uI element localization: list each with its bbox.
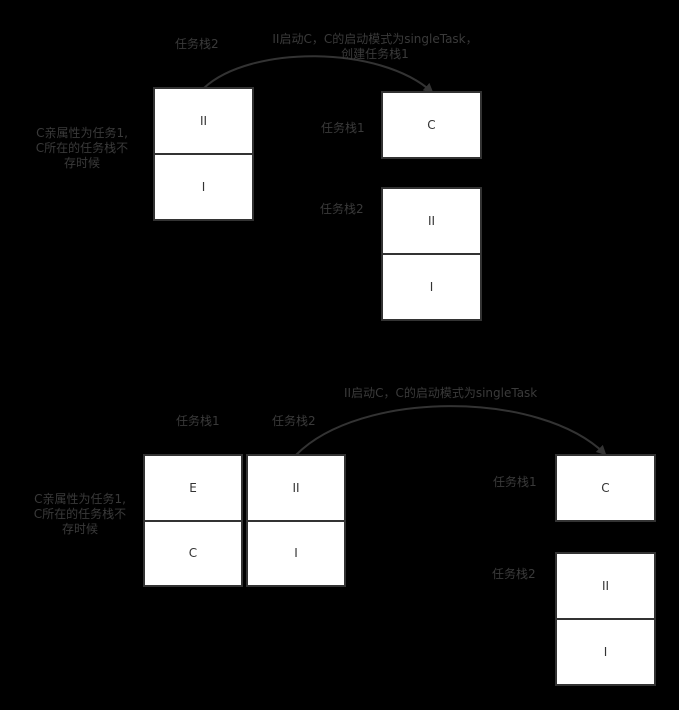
s1-source-stack: II I (153, 87, 254, 221)
s2-source-stack2: II I (246, 454, 346, 587)
s2-result-stack1: C (555, 454, 656, 522)
stack-cell: C (601, 481, 610, 495)
s2-source-stack1-label: 任务栈1 (176, 414, 220, 428)
s2-result-stack1-label: 任务栈1 (493, 475, 537, 489)
s2-note-line2: C所在的任务栈不 (33, 507, 127, 521)
stack-cell: II (427, 214, 436, 228)
s2-result-stack2: II I (555, 552, 656, 686)
stack-cell: I (557, 618, 654, 684)
s1-result-stack2-label: 任务栈2 (320, 202, 364, 216)
s1-arrow-label-line1: II启动C，C的启动模式为singleTask， (272, 32, 478, 46)
s1-result-stack2: II I (381, 187, 482, 321)
s2-result-stack2-label: 任务栈2 (492, 567, 536, 581)
s1-note: C亲属性为任务1, C所在的任务栈不 存时候 (22, 126, 142, 171)
s1-note-line2: C所在的任务栈不 (35, 141, 129, 155)
stack-cell: E (189, 480, 197, 495)
s1-source-stack-label: 任务栈2 (175, 37, 219, 51)
s2-note-line1: C亲属性为任务1, (34, 492, 126, 506)
stack-cell: I (248, 519, 344, 586)
s1-arrow-label-line2: 创建任务栈1 (341, 47, 409, 61)
s2-source-stack1: E C (143, 454, 243, 587)
stack-cell: II (292, 480, 300, 495)
s1-result-stack1-label: 任务栈1 (321, 121, 365, 135)
stack-cell: II (601, 579, 610, 593)
s1-result-stack1: C (381, 91, 482, 159)
s1-note-line1: C亲属性为任务1, (36, 126, 128, 140)
stack-cell: II (199, 114, 208, 128)
stack-cell: I (383, 253, 480, 319)
s1-arrow-label: II启动C，C的启动模式为singleTask， 创建任务栈1 (255, 32, 495, 62)
s2-source-stack2-label: 任务栈2 (272, 414, 316, 428)
s1-note-line3: 存时候 (63, 156, 100, 170)
stack-cell: I (155, 153, 252, 219)
s2-note-line3: 存时候 (61, 522, 98, 536)
launch-arrow-2 (295, 405, 607, 456)
stack-cell: C (427, 118, 436, 132)
stack-cell: C (145, 519, 241, 586)
s2-arrow-label: II启动C，C的启动模式为singleTask (344, 386, 538, 400)
s2-note: C亲属性为任务1, C所在的任务栈不 存时候 (20, 492, 140, 537)
